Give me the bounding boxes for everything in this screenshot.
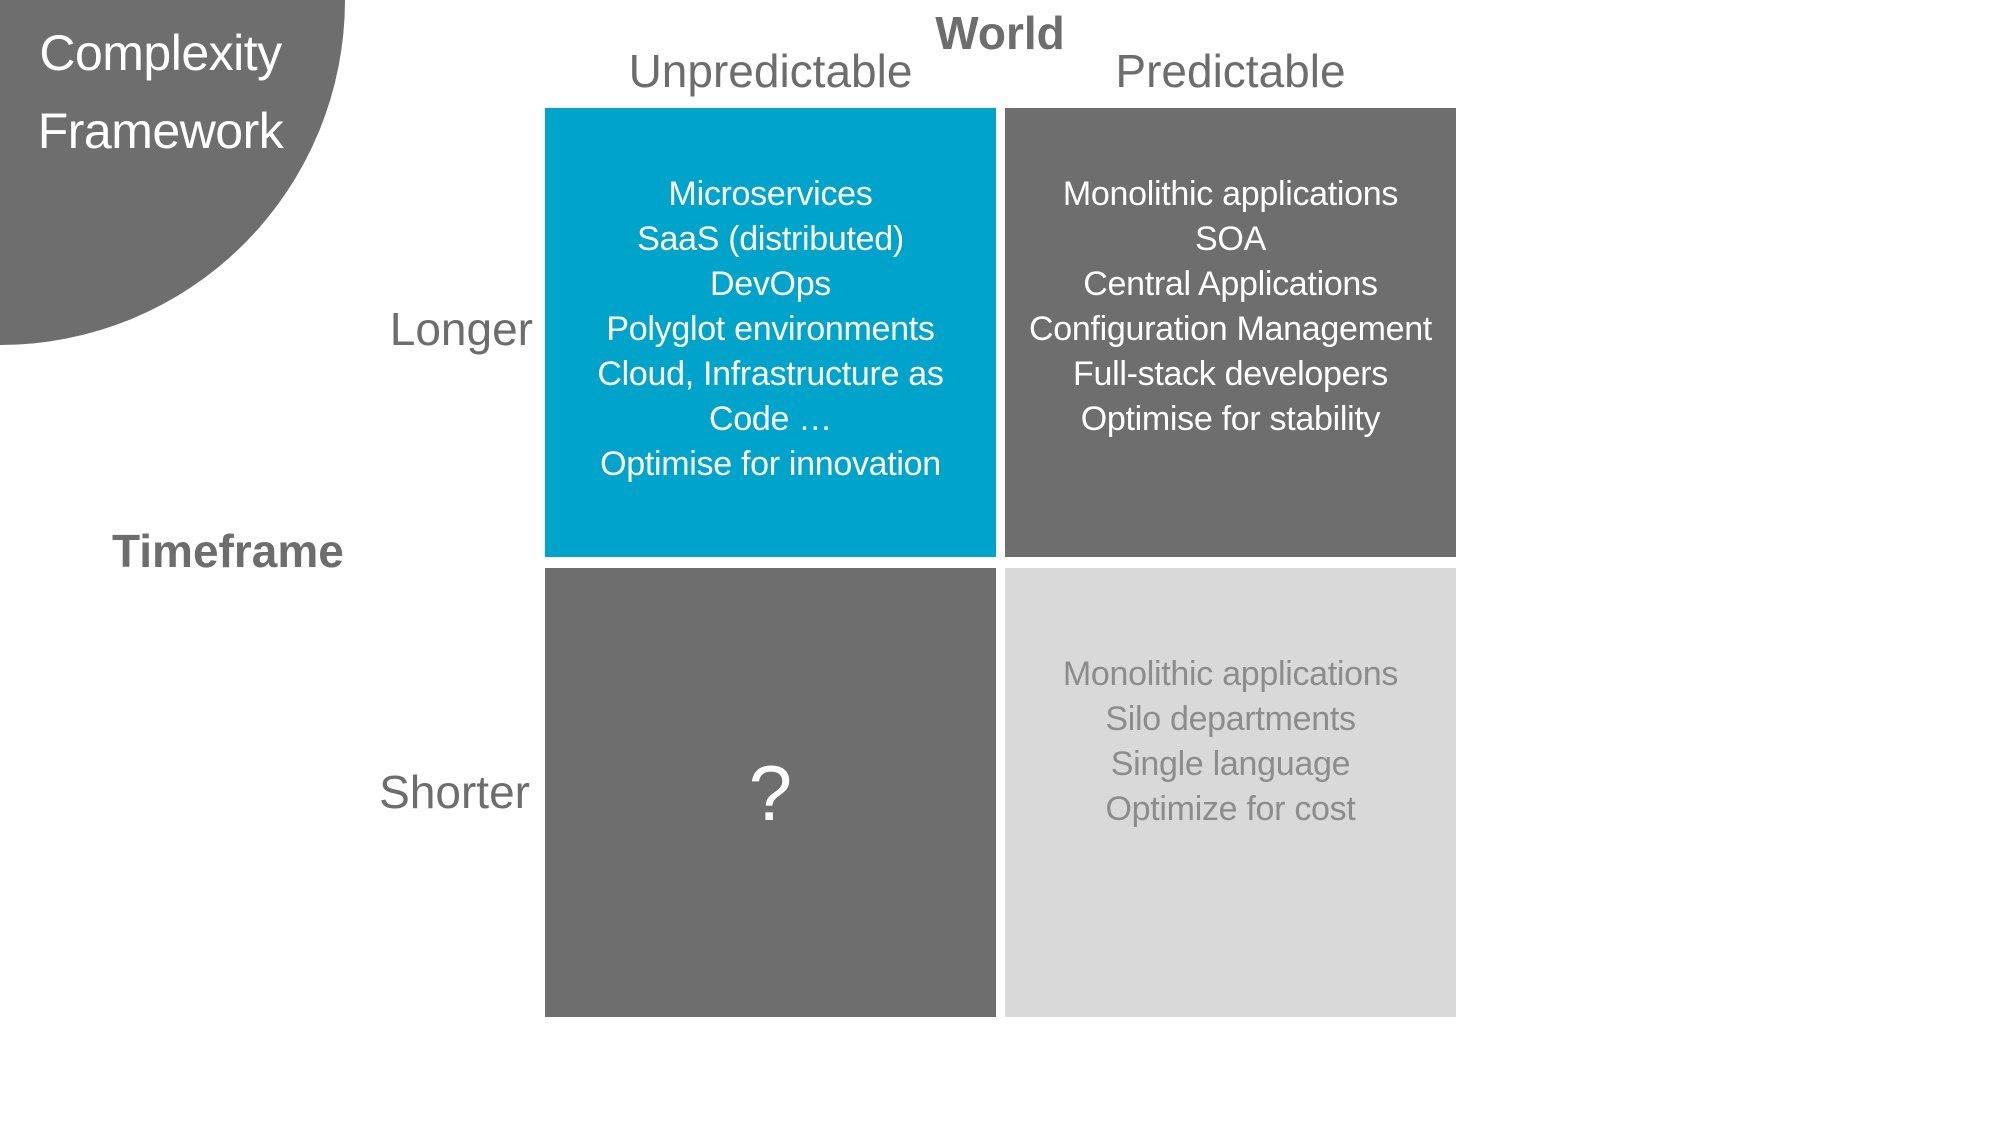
quadrant-item: Silo departments (1105, 700, 1356, 738)
quadrant-unpredictable-longer: Microservices SaaS (distributed) DevOps … (545, 108, 996, 557)
quadrant-item: SaaS (distributed) (637, 220, 904, 258)
slide-title-line-2: Framework (37, 103, 284, 159)
quadrant-item: Optimize for cost (1105, 790, 1356, 828)
quadrant-item: Cloud, Infrastructure as (597, 355, 944, 393)
quadrant-item: Central Applications (1083, 265, 1378, 303)
column-label-predictable: Predictable (1115, 45, 1346, 97)
quadrant-predictable-longer: Monolithic applications SOA Central Appl… (1005, 108, 1456, 557)
quadrant-unpredictable-shorter: ? (545, 568, 996, 1017)
quadrant-item: Optimise for innovation (600, 445, 941, 483)
axis-label-timeframe: Timeframe (112, 525, 344, 577)
quadrant-item: DevOps (709, 265, 832, 303)
quadrant-item: Configuration Management (1029, 310, 1432, 348)
quadrant-item: SOA (1195, 220, 1266, 258)
quadrant-item: Optimise for stability (1080, 400, 1381, 438)
row-label-longer: Longer (389, 303, 533, 355)
quadrant-item: Single language (1110, 745, 1351, 783)
row-label-shorter: Shorter (379, 766, 530, 818)
question-mark: ? (748, 748, 793, 837)
slide-title-line-1: Complexity (39, 25, 282, 81)
axis-label-world: World (935, 7, 1065, 59)
quadrant-item: Monolithic applications (1062, 655, 1399, 693)
slide-title: Complexity Framework (18, 14, 303, 170)
quadrant-item: Microservices (668, 175, 873, 213)
column-label-unpredictable: Unpredictable (628, 45, 913, 97)
quadrant-predictable-shorter: Monolithic applications Silo departments… (1005, 568, 1456, 1017)
quadrant-item: Full-stack developers (1073, 355, 1388, 393)
quadrant-item: Monolithic applications (1062, 175, 1399, 213)
quadrant-item: Polyglot environments (606, 310, 935, 348)
quadrant-item: Code … (709, 400, 832, 438)
